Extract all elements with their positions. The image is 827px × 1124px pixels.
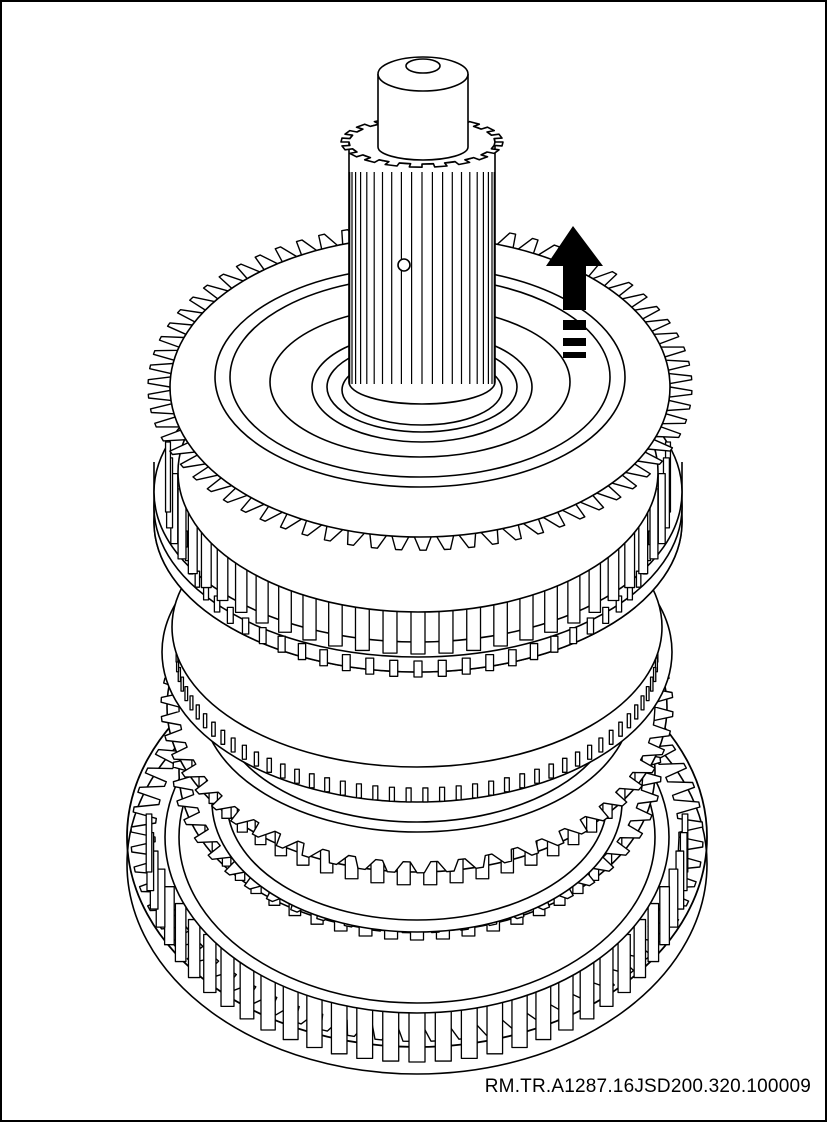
shaft-pilot-end [377, 56, 469, 161]
shaft-splines [348, 172, 495, 384]
shaft-hole-icon [397, 258, 411, 272]
synchro-ring-teeth [175, 647, 659, 803]
reference-code: RM.TR.A1287.16JSD200.320.100009 [484, 1076, 811, 1097]
top-gear [147, 223, 693, 678]
top-gear-dog-teeth [183, 530, 653, 678]
up-arrow-icon [546, 226, 603, 358]
